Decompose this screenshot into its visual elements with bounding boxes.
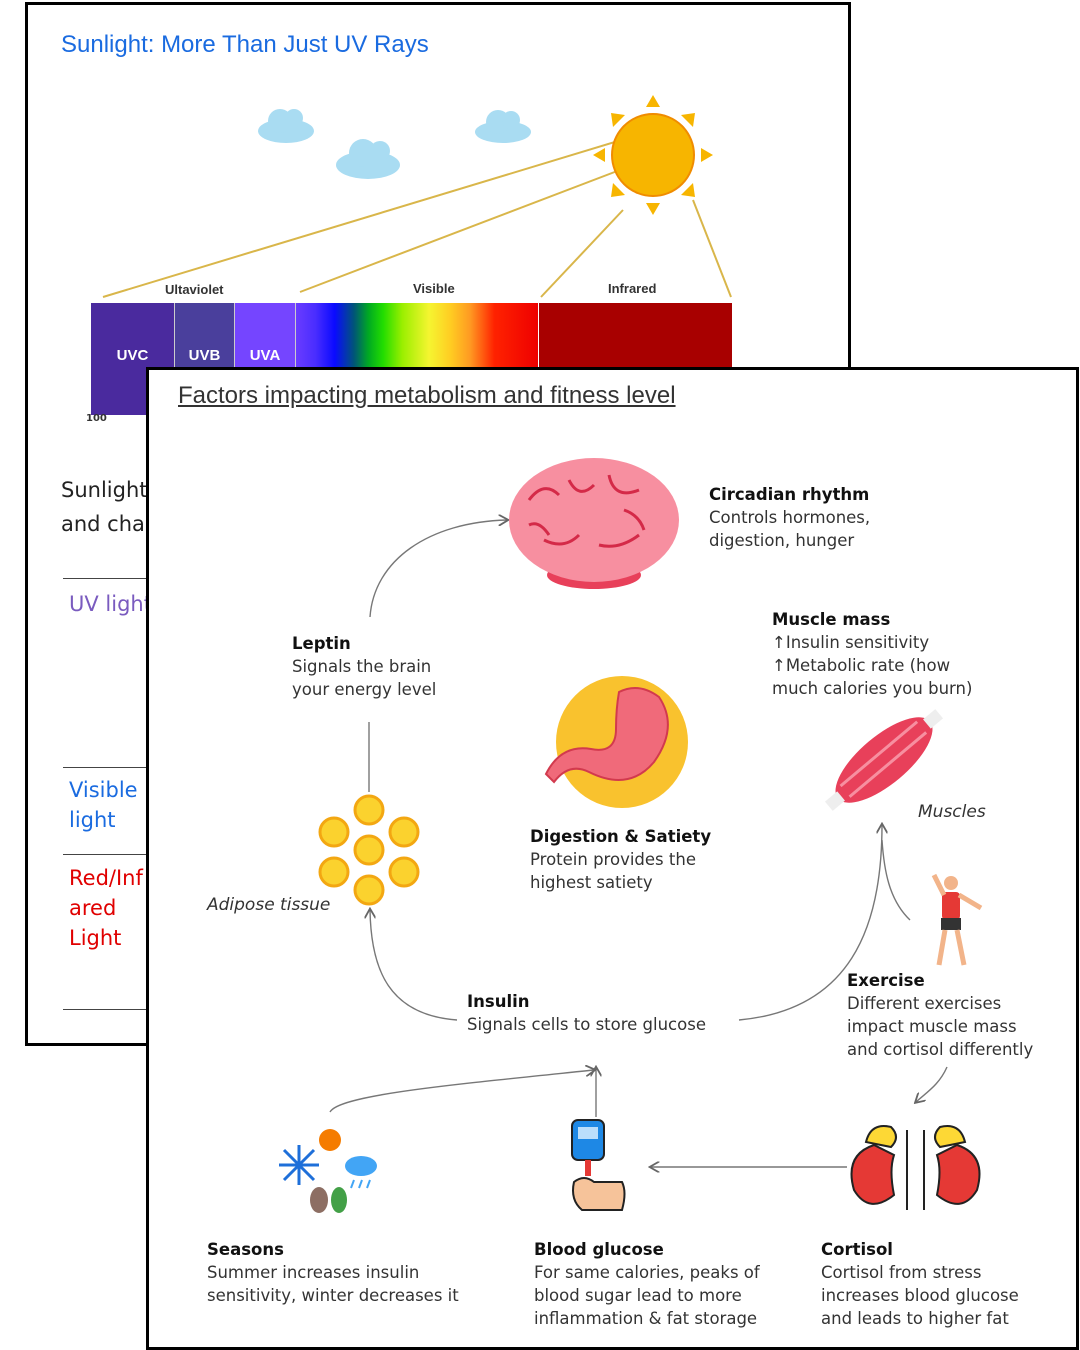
- visible-label: Visible: [413, 281, 455, 296]
- sun-beams: [102, 134, 732, 298]
- line: and leads to higher fat: [821, 1309, 1009, 1328]
- line: Summer increases insulin: [207, 1263, 420, 1282]
- adipose-tissue-label: Adipose tissue: [207, 895, 331, 915]
- kidneys-icon: [850, 1125, 981, 1210]
- muscle-mass-block: Muscle mass ↑Insulin sensitivity ↑Metabo…: [772, 608, 972, 700]
- label-line: light: [69, 808, 116, 832]
- ultraviolet-label: Ultaviolet: [165, 282, 224, 297]
- line: highest satiety: [530, 873, 653, 892]
- arrow-exercise-to-muscles: [881, 839, 911, 921]
- digestion-block: Digestion & Satiety Protein provides the…: [530, 825, 711, 894]
- line: Protein provides the: [530, 850, 696, 869]
- line: Signals cells to store glucose: [467, 1015, 706, 1034]
- line: your energy level: [292, 680, 437, 699]
- exercise-person-icon: [931, 873, 983, 966]
- infrared-label: Infrared: [608, 281, 657, 296]
- line: Controls hormones,: [709, 508, 871, 527]
- diagram-graphics: [279, 458, 983, 1213]
- spectrum-axis-start: 100: [86, 413, 107, 424]
- arrow-leptin-to-brain: [369, 520, 507, 618]
- cloud-icon: [258, 109, 531, 179]
- label-line: Light: [69, 926, 122, 950]
- line: ↑Metabolic rate (how: [772, 656, 951, 675]
- brain-icon: [509, 458, 679, 589]
- arrow-exercise-to-cortisol: [916, 1066, 948, 1102]
- muscles-label: Muscles: [918, 802, 986, 822]
- heading: Digestion & Satiety: [530, 827, 712, 846]
- heading: Exercise: [847, 971, 925, 990]
- arrow-seasons-to-glucose: [329, 1070, 594, 1113]
- seasons-block: Seasons Summer increases insulin sensiti…: [207, 1238, 459, 1307]
- arrow-insulin-to-adipose: [370, 910, 458, 1021]
- line: and cortisol differently: [847, 1040, 1034, 1059]
- intro-text: Sunlight and cha: [61, 473, 148, 541]
- line: impact muscle mass: [847, 1017, 1017, 1036]
- row-label-visible-light: Visible light: [69, 775, 138, 835]
- exercise-block: Exercise Different exercises impact musc…: [847, 969, 1033, 1061]
- leptin-block: Leptin Signals the brain your energy lev…: [292, 632, 436, 701]
- label-line: ared: [69, 896, 117, 920]
- line: increases blood glucose: [821, 1286, 1019, 1305]
- heading: Insulin: [467, 992, 530, 1011]
- label-line: Red/Inf: [69, 866, 143, 890]
- heading: Blood glucose: [534, 1240, 664, 1259]
- line: ↑Insulin sensitivity: [772, 633, 930, 652]
- heading: Circadian rhythm: [709, 485, 870, 504]
- arrow-insulin-to-muscles: [738, 825, 882, 1021]
- insulin-block: Insulin Signals cells to store glucose: [467, 990, 706, 1036]
- heading: Cortisol: [821, 1240, 893, 1259]
- back-slide-title: Sunlight: More Than Just UV Rays: [61, 31, 429, 58]
- blood-glucose-block: Blood glucose For same calories, peaks o…: [534, 1238, 760, 1330]
- glucometer-icon: [571, 1119, 626, 1211]
- intro-line: Sunlight: [61, 478, 148, 502]
- line: sensitivity, winter decreases it: [207, 1286, 459, 1305]
- intro-line: and cha: [61, 512, 145, 536]
- muscle-icon: [824, 709, 944, 811]
- sun-icon: [593, 95, 713, 215]
- row-label-red-infrared-light: Red/Inf ared Light: [69, 863, 143, 953]
- seasons-icon: [279, 1129, 377, 1213]
- line: Signals the brain: [292, 657, 432, 676]
- cortisol-block: Cortisol Cortisol from stress increases …: [821, 1238, 1019, 1330]
- line: blood sugar lead to more: [534, 1286, 742, 1305]
- line: Cortisol from stress: [821, 1263, 982, 1282]
- heading: Seasons: [207, 1240, 284, 1259]
- front-slide: Factors impacting metabolism and fitness…: [146, 367, 1079, 1350]
- line: inflammation & fat storage: [534, 1309, 758, 1328]
- line: For same calories, peaks of: [534, 1263, 760, 1282]
- adipose-tissue-icon: [318, 794, 420, 906]
- sun-illustration: [102, 95, 732, 298]
- stomach-icon: [544, 676, 688, 808]
- heading: Leptin: [292, 634, 351, 653]
- line: Different exercises: [847, 994, 1002, 1013]
- line: much calories you burn): [772, 679, 973, 698]
- circadian-rhythm-block: Circadian rhythm Controls hormones, dige…: [709, 483, 870, 552]
- row-label-uv-light: UV light: [69, 592, 152, 616]
- line: digestion, hunger: [709, 531, 855, 550]
- heading: Muscle mass: [772, 610, 891, 629]
- label-line: Visible: [69, 778, 138, 802]
- front-slide-title: Factors impacting metabolism and fitness…: [178, 382, 676, 409]
